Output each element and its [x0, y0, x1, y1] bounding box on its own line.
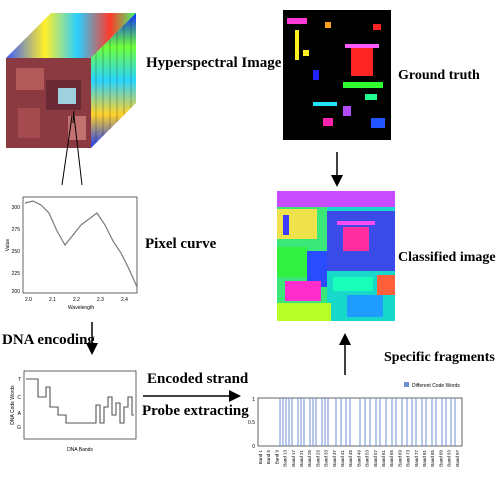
band-label: Band 49 — [356, 450, 361, 467]
x-axis-label: DNA Bands — [67, 447, 93, 453]
band-label: Band 5 — [266, 450, 271, 465]
x-tick: 2.0 — [25, 297, 32, 303]
band-label: Band 41 — [340, 450, 345, 467]
x-tick: 2.3 — [97, 297, 104, 303]
band-label: Band 85 — [430, 450, 435, 467]
band-label: Band 33 — [324, 450, 329, 467]
band-label: Band 1 — [258, 450, 263, 465]
x-axis-label: Wavelength — [68, 305, 94, 311]
y-tick: 300 — [12, 205, 21, 211]
y-tick: T — [18, 377, 21, 383]
band-label: Band 81 — [422, 450, 427, 467]
y-tick: C — [17, 395, 21, 401]
label-pixel-curve: Pixel curve — [145, 236, 217, 252]
band-label: Band 93 — [447, 450, 452, 467]
encoded-strand-plot: T C A G DNA Bands DNA Code Words — [10, 370, 137, 453]
pixel-curve-plot: 300 275 250 225 200 2.0 2.1 2.2 2.3 2.4 … — [5, 196, 138, 311]
band-label: Band 73 — [406, 450, 411, 467]
x-tick: 2.4 — [121, 297, 128, 303]
ground-truth-map — [283, 10, 391, 140]
y-axis-label: Value — [5, 239, 11, 252]
band-label: Band 69 — [397, 450, 402, 467]
classified-image-map — [277, 191, 395, 321]
band-label: Band 61 — [381, 450, 386, 467]
band-label: Band 13 — [283, 450, 288, 467]
y-axis-label: DNA Code Words — [10, 385, 16, 425]
x-tick: 2.2 — [73, 297, 80, 303]
y-tick: 225 — [12, 271, 21, 277]
band-label: Band 45 — [348, 450, 353, 467]
y-tick: G — [17, 425, 21, 431]
encoded-strand-line — [26, 378, 134, 424]
y-tick: 1 — [252, 397, 255, 403]
band-label: Band 97 — [455, 450, 460, 467]
label-dna-encoding: DNA encoding — [2, 332, 95, 348]
y-tick: 200 — [12, 289, 21, 295]
band-label: Band 17 — [291, 450, 296, 467]
band-label: Band 89 — [438, 450, 443, 467]
y-tick: A — [18, 411, 22, 417]
band-label: Band 57 — [373, 450, 378, 467]
band-label: Band 37 — [332, 450, 337, 467]
band-label: Band 25 — [307, 450, 312, 467]
y-tick: 250 — [12, 249, 21, 255]
label-encoded-strand: Encoded strand — [147, 371, 249, 387]
band-label: Band 29 — [315, 450, 320, 467]
band-label: Band 77 — [414, 450, 419, 467]
legend-swatch — [404, 382, 409, 387]
fragment-lines — [279, 398, 456, 446]
band-label: Band 53 — [365, 450, 370, 467]
legend-label: Different Code Words — [412, 383, 460, 389]
x-tick: 2.1 — [49, 297, 56, 303]
y-tick: 275 — [12, 227, 21, 233]
y-tick: 0.5 — [248, 420, 255, 426]
hyperspectral-cube-image — [6, 13, 136, 148]
band-label: Band 9 — [274, 450, 279, 465]
y-tick: 0 — [252, 444, 255, 450]
label-classified-image: Classified image — [398, 250, 496, 265]
band-label: Band 65 — [389, 450, 394, 467]
label-hyperspectral-image: Hyperspectral Image — [146, 55, 282, 71]
band-label: Band 21 — [299, 450, 304, 467]
label-probe-extracting: Probe extracting — [142, 403, 249, 419]
label-ground-truth: Ground truth — [398, 68, 480, 83]
pixel-curve-line — [24, 200, 138, 288]
label-specific-fragments: Specific fragments — [384, 350, 495, 365]
